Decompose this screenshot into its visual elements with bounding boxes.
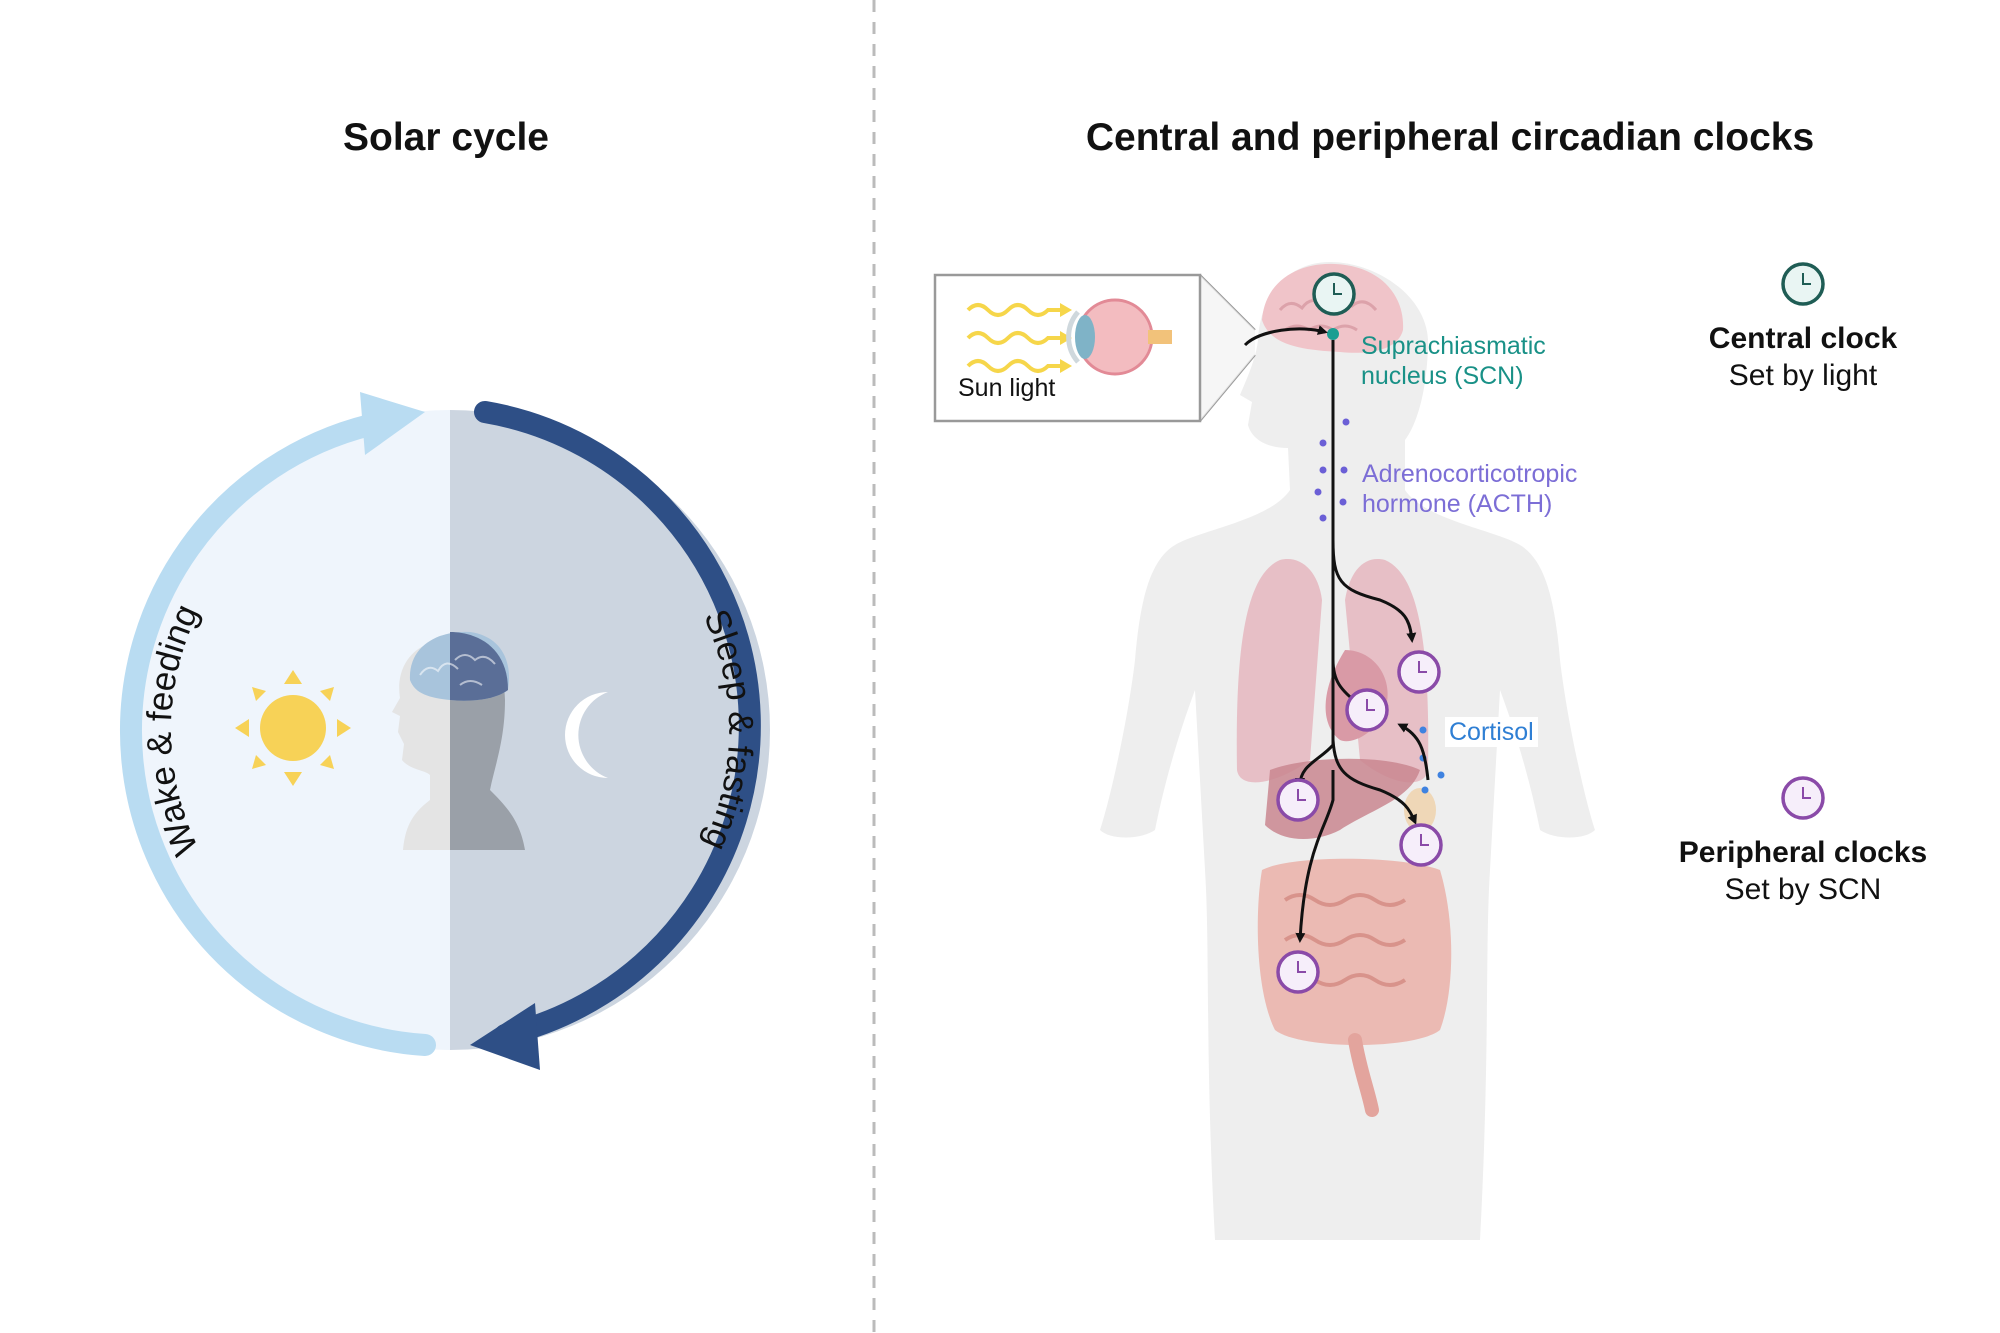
peripheral-clock-icon xyxy=(1345,688,1389,732)
peripheral-clock-icon xyxy=(1276,778,1320,822)
signaling-arrows xyxy=(1243,325,1430,943)
head-silhouette-icon xyxy=(392,631,525,850)
acth-label-line2: hormone (ACTH) xyxy=(1362,490,1553,518)
solar-cycle-title: Solar cycle xyxy=(343,116,549,159)
legend-peripheral-title: Peripheral clocks xyxy=(1678,836,1928,869)
sun-light-waves-icon xyxy=(966,303,1060,373)
solar-cycle-diagram: Wake & feeding Sleep & fasting xyxy=(120,392,770,1070)
day-arc-arrowhead xyxy=(360,392,425,455)
peripheral-clock-icon xyxy=(1399,823,1443,867)
legend-central-title: Central clock xyxy=(1708,322,1898,355)
intestines xyxy=(1257,858,1452,1045)
legend-central-sub: Set by light xyxy=(1728,359,1878,392)
cortisol-label: Cortisol xyxy=(1445,717,1538,747)
legend-peripheral-clock-icon xyxy=(1781,776,1825,820)
sun-light-inset xyxy=(933,273,1202,423)
sun-light-label: Sun light xyxy=(958,374,1056,402)
sun-icon xyxy=(235,670,351,786)
central-clock-icon xyxy=(1312,272,1356,316)
clocks-title: Central and peripheral circadian clocks xyxy=(1085,116,1815,159)
night-arc-arrowhead xyxy=(470,1003,540,1070)
scn-dot xyxy=(1327,328,1339,340)
scn-label-line2: nucleus (SCN) xyxy=(1361,362,1524,390)
day-arc xyxy=(120,414,436,1056)
night-arc xyxy=(474,401,761,1046)
legend-peripheral-sub: Set by SCN xyxy=(1724,873,1882,906)
body-silhouette xyxy=(1100,262,1595,1240)
moon-icon xyxy=(565,692,608,778)
legend-central-clock-icon xyxy=(1781,262,1825,306)
eye-icon xyxy=(1066,298,1172,376)
body-diagram xyxy=(933,262,1595,1240)
peripheral-clock-icon xyxy=(1397,650,1441,694)
peripheral-clock-icon xyxy=(1276,950,1320,994)
acth-dots xyxy=(1314,418,1350,522)
scn-label-line1: Suprachiasmatic xyxy=(1361,332,1546,360)
left-lung xyxy=(1236,559,1322,783)
acth-label-line1: Adrenocorticotropic xyxy=(1362,460,1578,488)
